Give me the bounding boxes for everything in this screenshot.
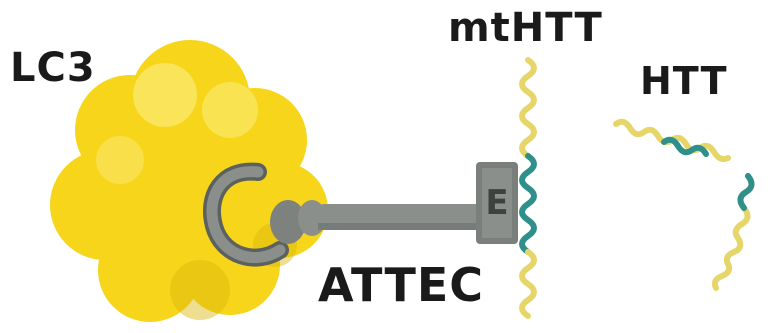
- lc3-label: LC3: [10, 48, 96, 88]
- helix-icon: [522, 60, 534, 316]
- htt-label: HTT: [640, 62, 728, 100]
- mthtt-label: mtHTT: [448, 8, 603, 48]
- broken-helix-icon: [616, 122, 752, 288]
- key-bit-text: E: [485, 183, 508, 223]
- attec-label: ATTEC: [318, 262, 484, 308]
